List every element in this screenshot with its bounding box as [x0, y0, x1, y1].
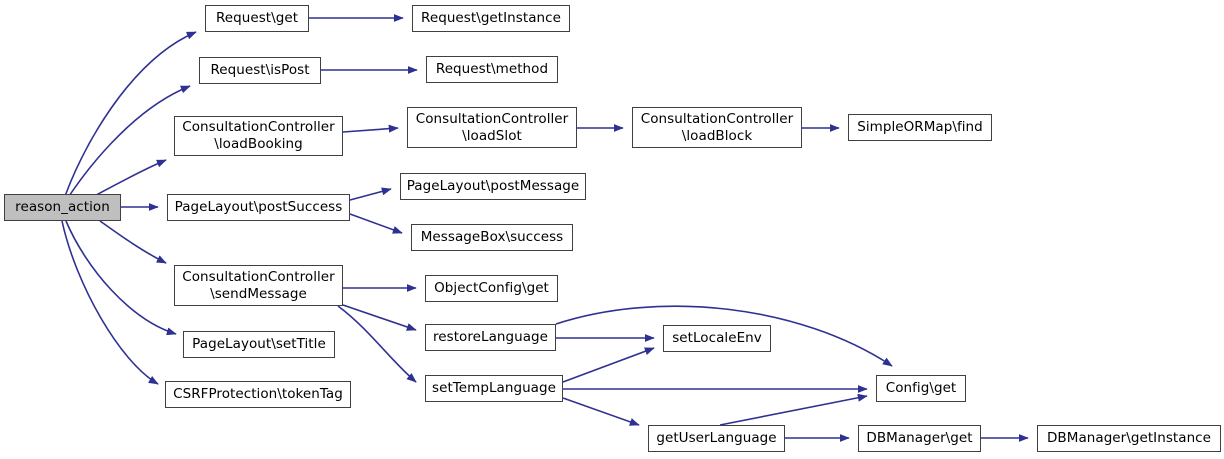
node-cc_loadbooking[interactable]: ConsultationController \loadBooking — [174, 116, 343, 156]
node-label-cc_loadslot: ConsultationController \loadSlot — [415, 110, 569, 144]
node-dbmanager_getinstance[interactable]: DBManager\getInstance — [1037, 425, 1221, 452]
node-config_get[interactable]: Config\get — [876, 375, 966, 402]
node-label-settemplanguage: setTempLanguage — [432, 380, 556, 397]
node-request_method[interactable]: Request\method — [426, 56, 558, 83]
node-request_get[interactable]: Request\get — [205, 5, 309, 32]
node-csrf_tokentag[interactable]: CSRFProtection\tokenTag — [165, 381, 351, 408]
node-label-simpleormap_find: SimpleORMap\find — [857, 119, 983, 136]
node-settemplanguage[interactable]: setTempLanguage — [425, 375, 563, 402]
node-label-cc_loadbooking: ConsultationController \loadBooking — [182, 119, 335, 152]
node-label-request_method: Request\method — [435, 61, 549, 78]
edge-reason_action-to-csrf_tokentag — [61, 220, 159, 385]
node-label-cc_loadblock: ConsultationController \loadBlock — [640, 110, 794, 144]
node-label-pl_postsuccess: PageLayout\postSuccess — [174, 199, 343, 216]
node-label-request_get: Request\get — [215, 10, 299, 27]
node-reason_action[interactable]: reason_action — [4, 194, 121, 221]
node-mb_success[interactable]: MessageBox\success — [411, 224, 573, 251]
node-label-objectconfig_get: ObjectConfig\get — [434, 280, 549, 297]
node-label-getuserlanguage: getUserLanguage — [656, 430, 777, 447]
node-request_ispost[interactable]: Request\isPost — [199, 57, 321, 84]
node-label-dbmanager_get: DBManager\get — [866, 430, 973, 447]
node-restorelanguage[interactable]: restoreLanguage — [425, 324, 556, 351]
node-getuserlanguage[interactable]: getUserLanguage — [648, 425, 785, 452]
node-objectconfig_get[interactable]: ObjectConfig\get — [425, 275, 558, 302]
node-label-restorelanguage: restoreLanguage — [432, 329, 549, 346]
node-label-cc_sendmessage: ConsultationController \sendMessage — [182, 268, 335, 302]
node-pl_postmessage[interactable]: PageLayout\postMessage — [400, 173, 586, 200]
node-label-mb_success: MessageBox\success — [420, 229, 564, 246]
node-cc_loadslot[interactable]: ConsultationController \loadSlot — [407, 107, 577, 148]
node-label-request_ispost: Request\isPost — [210, 62, 310, 79]
node-pl_settitle[interactable]: PageLayout\setTitle — [183, 331, 335, 358]
node-label-request_getinstance: Request\getInstance — [421, 10, 561, 27]
edge-reason_action-to-pl_settitle — [65, 220, 177, 336]
edge-settemplanguage-to-getuserlanguage — [562, 397, 640, 426]
edge-pl_postsuccess-to-mb_success — [349, 213, 403, 234]
node-label-reason_action: reason_action — [15, 199, 110, 216]
edge-cc_sendmessage-to-settemplanguage — [337, 305, 417, 383]
node-label-pl_postmessage: PageLayout\postMessage — [406, 178, 580, 195]
node-setlocaleenv[interactable]: setLocaleEnv — [663, 325, 771, 352]
node-label-config_get: Config\get — [885, 380, 957, 397]
edge-cc_sendmessage-to-restorelanguage — [342, 304, 417, 331]
node-cc_loadblock[interactable]: ConsultationController \loadBlock — [632, 107, 802, 148]
node-request_getinstance[interactable]: Request\getInstance — [412, 5, 570, 32]
node-label-csrf_tokentag: CSRFProtection\tokenTag — [173, 386, 343, 403]
node-label-setlocaleenv: setLocaleEnv — [672, 330, 762, 347]
edge-pl_postsuccess-to-pl_postmessage — [349, 187, 392, 201]
node-label-pl_settitle: PageLayout\setTitle — [192, 336, 326, 353]
node-dbmanager_get[interactable]: DBManager\get — [858, 425, 981, 452]
edge-settemplanguage-to-setlocaleenv — [562, 347, 655, 383]
edge-getuserlanguage-to-config_get — [719, 393, 868, 426]
node-pl_postsuccess[interactable]: PageLayout\postSuccess — [167, 194, 350, 221]
node-simpleormap_find[interactable]: SimpleORMap\find — [848, 114, 992, 141]
edge-reason_action-to-cc_sendmessage — [99, 220, 167, 264]
node-label-dbmanager_getinstance: DBManager\getInstance — [1046, 430, 1212, 447]
node-cc_sendmessage[interactable]: ConsultationController \sendMessage — [174, 265, 343, 306]
edge-reason_action-to-request_ispost — [61, 85, 191, 208]
edge-cc_loadbooking-to-cc_loadslot — [342, 124, 399, 133]
